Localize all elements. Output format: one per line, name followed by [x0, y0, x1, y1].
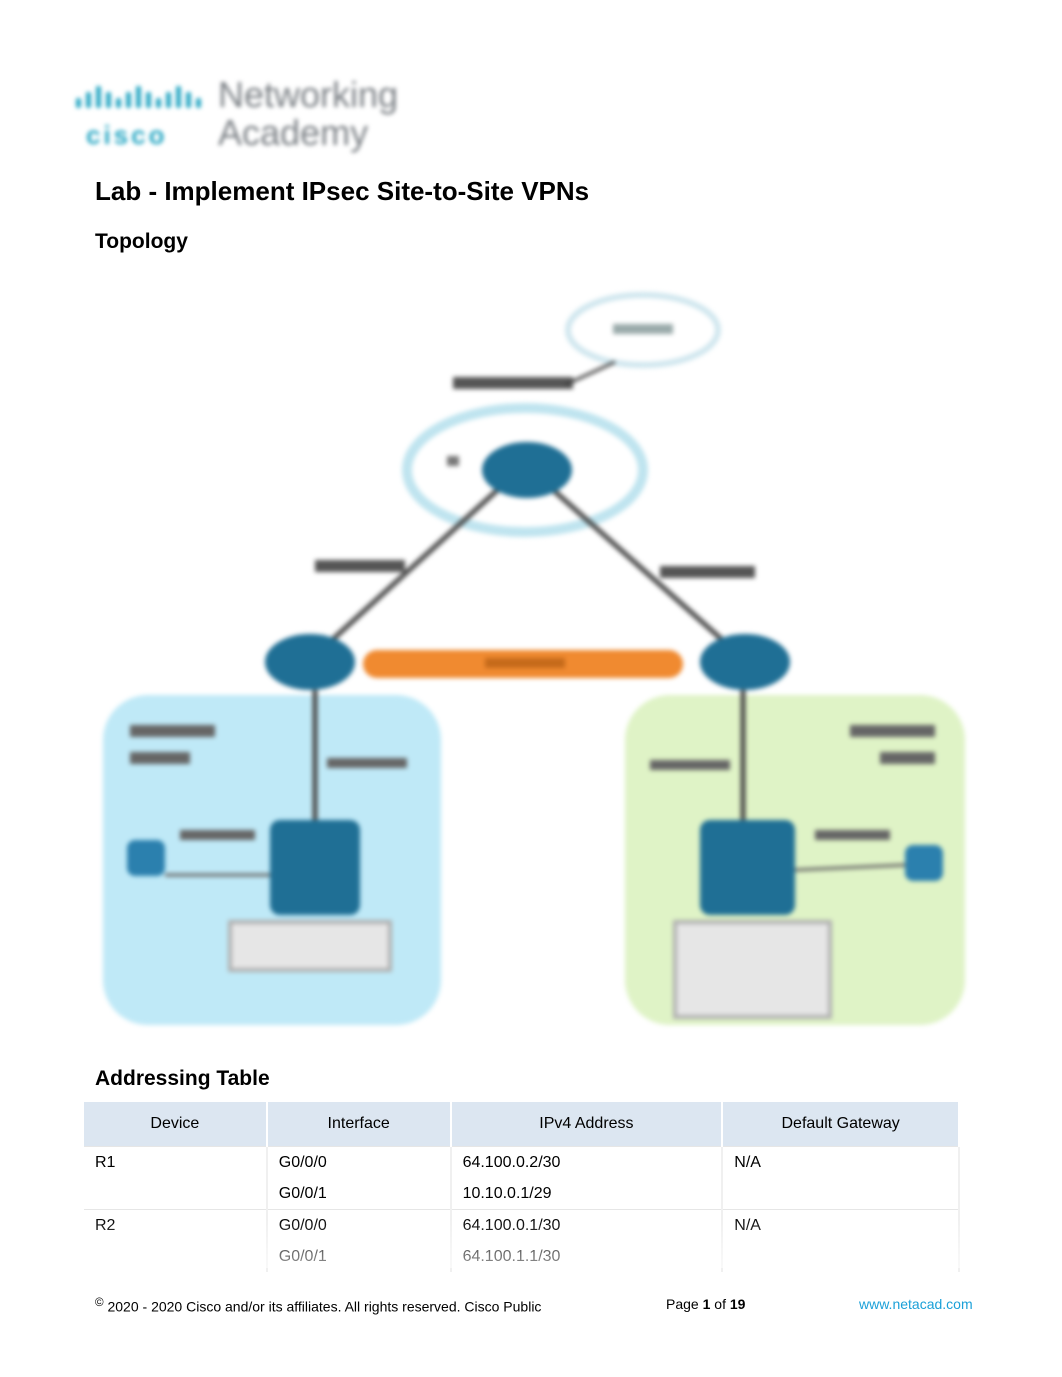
- cloud-label-blob: [613, 324, 673, 334]
- tunnel-label-blob: [485, 658, 565, 668]
- left-info-box: [228, 920, 392, 972]
- s1-switch-icon: [270, 820, 360, 915]
- footer-page-number: Page 1 of 19: [666, 1296, 745, 1312]
- column-header: IPv4 Address: [450, 1102, 724, 1147]
- column-header: Device: [84, 1102, 268, 1147]
- label-blob: [660, 566, 755, 578]
- cisco-bridge-icon: [76, 86, 201, 108]
- logo-line-networking: Networking: [218, 74, 399, 115]
- copyright-text: 2020 - 2020 Cisco and/or its affiliates.…: [103, 1298, 542, 1315]
- s2-switch-icon: [700, 820, 795, 915]
- table-cell: [722, 1241, 960, 1272]
- table-cell: G0/0/1: [266, 1178, 452, 1210]
- table-cell: G0/0/0: [266, 1146, 452, 1178]
- page-title: Lab - Implement IPsec Site-to-Site VPNs: [95, 176, 590, 206]
- table-row: G0/0/1 10.10.0.1/29: [84, 1178, 960, 1210]
- page-label: Page: [666, 1296, 703, 1312]
- label-blob: [315, 560, 405, 572]
- topology-figure: [103, 292, 965, 1025]
- table-row: G0/0/1 64.100.1.1/30: [84, 1241, 960, 1272]
- table-cell: G0/0/1: [266, 1241, 452, 1272]
- link-isp-r2: [523, 463, 747, 662]
- table-row: R2 G0/0/0 64.100.0.1/30 N/A: [84, 1209, 960, 1241]
- table-cell: R1: [84, 1146, 268, 1178]
- logo-text: Networking Academy: [218, 76, 398, 152]
- page-of: of: [710, 1296, 730, 1312]
- label-blob: [327, 758, 407, 768]
- label-blob: [180, 830, 255, 840]
- netacad-link[interactable]: www.netacad.com: [859, 1296, 973, 1312]
- topology-diagram: [95, 280, 975, 1040]
- table-cell: 64.100.0.2/30: [450, 1146, 724, 1178]
- link-isp-r1: [308, 463, 527, 662]
- right-info-box: [673, 920, 832, 1019]
- pc-right-icon: [905, 845, 943, 881]
- label-blob: [453, 377, 573, 389]
- copyright-symbol: ©: [95, 1296, 104, 1309]
- table-header-row: Device Interface IPv4 Address Default Ga…: [84, 1102, 960, 1147]
- column-header: Default Gateway: [722, 1102, 960, 1147]
- table-cell: [84, 1241, 268, 1272]
- label-blob: [815, 830, 890, 840]
- table-cell: 64.100.0.1/30: [450, 1209, 724, 1241]
- logo-line-academy: Academy: [218, 112, 369, 153]
- cisco-wordmark: cisco: [86, 120, 168, 150]
- r1-router-icon: [265, 634, 355, 690]
- table-cell: 64.100.1.1/30: [450, 1241, 724, 1272]
- table-cell: [84, 1178, 268, 1210]
- isp-label-blob: [447, 456, 459, 466]
- table-cell: N/A: [722, 1209, 960, 1241]
- table-row: R1 G0/0/0 64.100.0.2/30 N/A: [84, 1146, 960, 1178]
- footer-copyright: © 2020 - 2020 Cisco and/or its affiliate…: [95, 1296, 541, 1315]
- networking-academy-logo: cisco Networking Academy: [68, 72, 418, 162]
- addressing-table: Device Interface IPv4 Address Default Ga…: [84, 1102, 960, 1272]
- column-header: Interface: [266, 1102, 452, 1147]
- pc-left-icon: [127, 840, 165, 876]
- addressing-table-heading: Addressing Table: [95, 1067, 270, 1090]
- label-blob: [880, 752, 935, 764]
- topology-heading: Topology: [95, 230, 188, 253]
- table-cell: N/A: [722, 1146, 960, 1178]
- label-blob: [650, 760, 730, 770]
- label-blob: [130, 752, 190, 764]
- table-cell: [722, 1178, 960, 1210]
- table-cell: G0/0/0: [266, 1209, 452, 1241]
- isp-router-icon: [482, 442, 572, 498]
- r2-router-icon: [700, 634, 790, 690]
- page-current: 1: [702, 1296, 711, 1312]
- label-blob: [130, 725, 215, 737]
- table-cell: 10.10.0.1/29: [450, 1178, 724, 1210]
- page-total: 19: [729, 1296, 746, 1312]
- table-cell: R2: [84, 1209, 268, 1241]
- label-blob: [850, 725, 935, 737]
